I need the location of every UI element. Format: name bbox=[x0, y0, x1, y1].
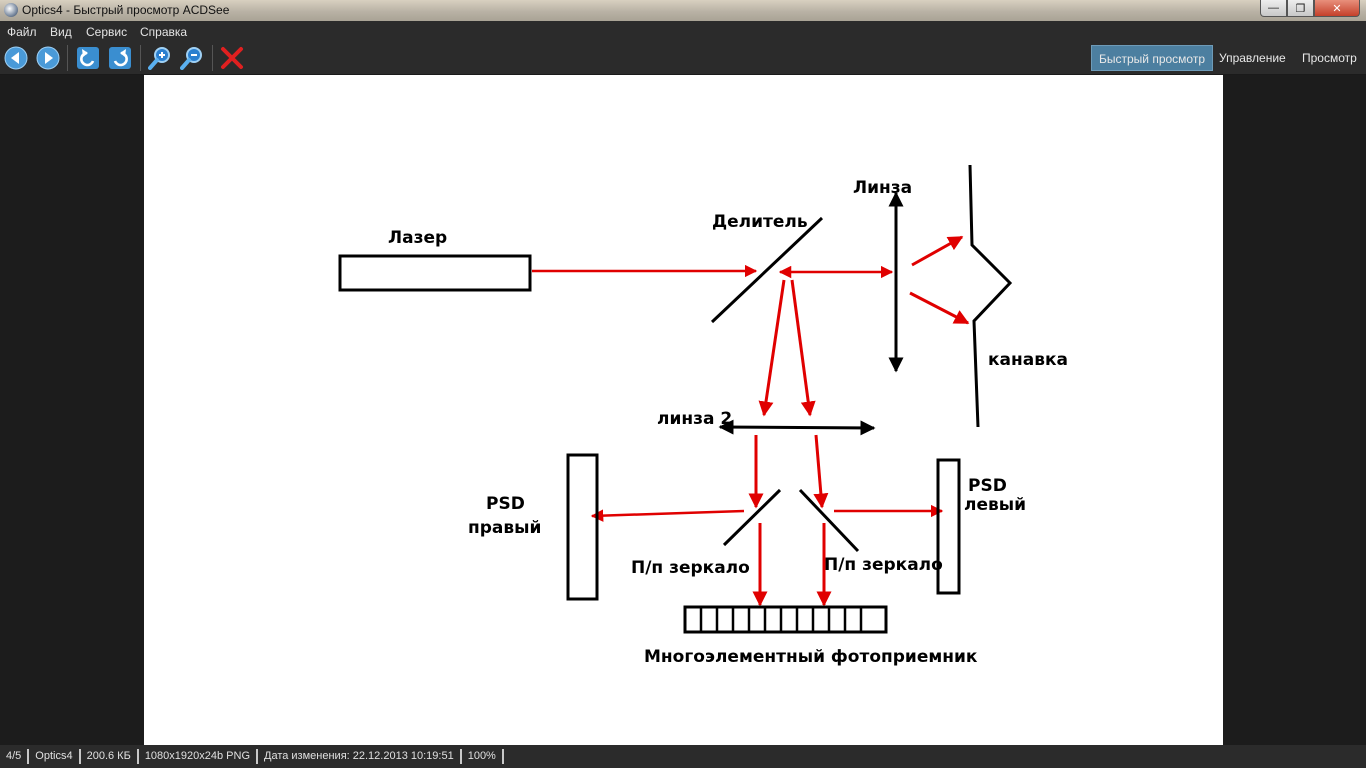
beam-splitter-lens2-left bbox=[758, 279, 786, 417]
multi-element-detector bbox=[683, 605, 888, 634]
rotate-left-icon[interactable] bbox=[76, 46, 100, 70]
splitter-label: Делитель bbox=[712, 212, 808, 232]
toolbar-separator bbox=[212, 45, 213, 71]
lens2-label: линза 2 bbox=[657, 409, 732, 429]
psd-left-box bbox=[936, 458, 961, 595]
laser-box bbox=[338, 254, 532, 292]
groove-label: канавка bbox=[988, 350, 1068, 370]
beam-lens-groove-up bbox=[911, 235, 964, 267]
beam-splitter-lens2-right bbox=[790, 279, 816, 417]
lens2-horizontal bbox=[718, 419, 876, 436]
splitter-mirror bbox=[710, 216, 824, 324]
detector-label: Многоэлементный фотоприемник bbox=[644, 647, 978, 667]
close-button[interactable]: ✕ bbox=[1314, 0, 1360, 17]
zoom-out-icon[interactable] bbox=[180, 46, 204, 70]
image-canvas[interactable]: Лазер Делитель Линза канавка линза 2 bbox=[144, 75, 1223, 745]
rotate-right-icon[interactable] bbox=[108, 46, 132, 70]
mirror-right-label: П/п зеркало bbox=[824, 555, 943, 575]
menu-service[interactable]: Сервис bbox=[86, 25, 128, 39]
status-bar: 4/5 Optics4 200.6 КБ 1080x1920x24b PNG Д… bbox=[0, 745, 1366, 768]
next-arrow-icon[interactable] bbox=[36, 46, 60, 70]
tab-manage[interactable]: Управление bbox=[1219, 51, 1286, 65]
status-index: 4/5 bbox=[0, 749, 30, 764]
maximize-button[interactable]: ❐ bbox=[1287, 0, 1314, 17]
toolbar-separator bbox=[67, 45, 68, 71]
lens-label: Линза bbox=[853, 178, 912, 198]
tab-view[interactable]: Просмотр bbox=[1302, 51, 1357, 65]
delete-icon[interactable] bbox=[220, 46, 244, 70]
toolbar: Быстрый просмотр Управление Просмотр bbox=[0, 41, 1366, 75]
status-filesize: 200.6 КБ bbox=[81, 749, 139, 764]
status-format: 1080x1920x24b PNG bbox=[139, 749, 258, 764]
psd-right-label-2: правый bbox=[468, 518, 541, 538]
groove-profile bbox=[968, 164, 1013, 428]
menu-file[interactable]: Файл bbox=[7, 25, 37, 39]
mirror-left bbox=[722, 488, 782, 547]
menu-help[interactable]: Справка bbox=[140, 25, 188, 39]
window-title: Optics4 - Быстрый просмотр ACDSee bbox=[22, 3, 230, 17]
mirror-right bbox=[798, 488, 860, 553]
status-filename: Optics4 bbox=[29, 749, 81, 764]
image-viewer[interactable]: Лазер Делитель Линза канавка линза 2 bbox=[0, 75, 1366, 745]
psd-left-label-2: левый bbox=[964, 495, 1026, 515]
beam-lens-groove-down bbox=[909, 291, 970, 325]
optics-diagram: Лазер Делитель Линза канавка линза 2 bbox=[338, 164, 1068, 667]
laser-label: Лазер bbox=[388, 228, 447, 248]
status-modified: Дата изменения: 22.12.2013 10:19:51 bbox=[258, 749, 462, 764]
prev-arrow-icon[interactable] bbox=[4, 46, 28, 70]
title-bar: Optics4 - Быстрый просмотр ACDSee — ❐ ✕ bbox=[0, 0, 1366, 21]
menu-view[interactable]: Вид bbox=[50, 25, 72, 39]
status-zoom[interactable]: 100% bbox=[462, 749, 504, 764]
beam-mirror-psd-right bbox=[590, 509, 745, 522]
psd-left-label-1: PSD bbox=[968, 476, 1007, 496]
tab-quick-view[interactable]: Быстрый просмотр bbox=[1091, 45, 1214, 71]
psd-right-box bbox=[566, 453, 599, 601]
window-controls: — ❐ ✕ bbox=[1260, 0, 1360, 17]
toolbar-separator bbox=[140, 45, 141, 71]
beam-lens2-mirror-right bbox=[813, 434, 829, 509]
psd-right-label-1: PSD bbox=[486, 494, 525, 514]
minimize-button[interactable]: — bbox=[1260, 0, 1287, 17]
acdsee-app-icon bbox=[4, 3, 18, 17]
menu-bar: Файл Вид Сервис Справка bbox=[0, 21, 1366, 41]
mirror-left-label: П/п зеркало bbox=[631, 558, 750, 578]
zoom-in-icon[interactable] bbox=[148, 46, 172, 70]
